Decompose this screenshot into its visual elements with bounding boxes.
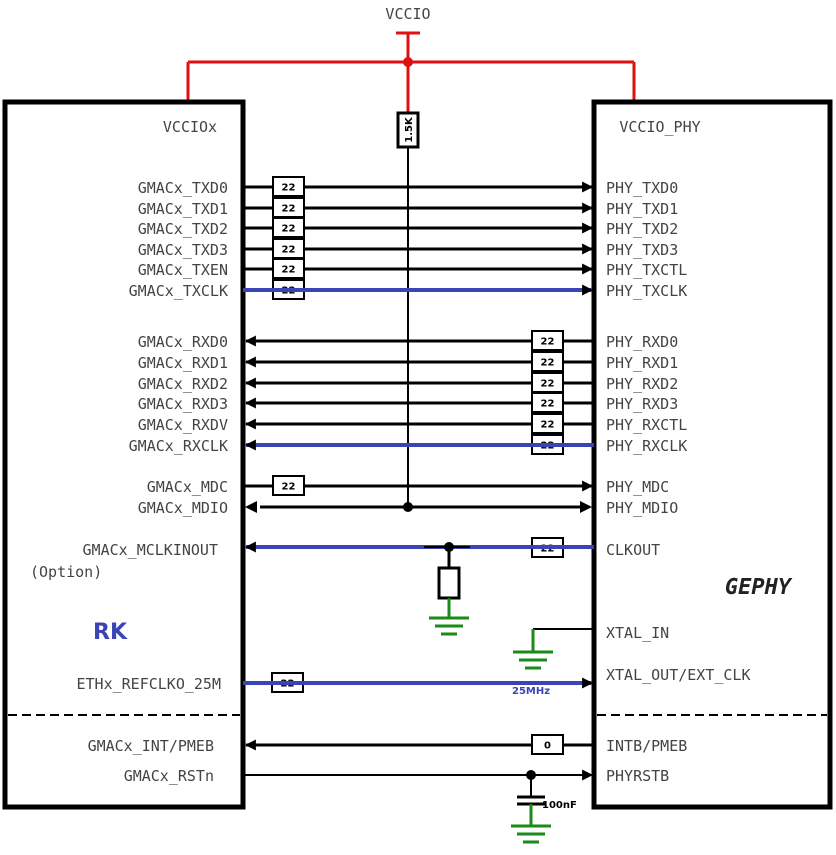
xtal-in-ground — [513, 628, 592, 670]
rx-resistor-value: 22 — [541, 337, 555, 348]
phy-pin-xtal-in: XTAL_IN — [606, 624, 669, 642]
phy-pin-txd0: PHY_TXD0 — [606, 179, 678, 197]
rk-pin-mdc: GMACx_MDC — [147, 478, 228, 496]
phy-pin-txd1: PHY_TXD1 — [606, 200, 678, 218]
rx-signal-rxclk: 22 — [244, 434, 594, 455]
phy-pin-mdc: PHY_MDC — [606, 478, 669, 496]
phy-pin-clkout: CLKOUT — [606, 541, 660, 559]
rst-signal — [245, 769, 594, 826]
mdc-resistor-value: 22 — [282, 482, 296, 493]
gephy-chip — [591, 99, 833, 810]
phy-pin-txclk: PHY_TXCLK — [606, 282, 687, 300]
rk-pin-rxd2: GMACx_RXD2 — [138, 375, 228, 393]
tx-group: 22 22 22 22 22 22 — [243, 176, 594, 300]
clkout-termination-resistor — [437, 566, 461, 600]
tx-resistor-value: 22 — [282, 224, 296, 235]
phy-pin-xtal-out: XTAL_OUT/EXT_CLK — [606, 666, 751, 684]
phy-pin-mdio: PHY_MDIO — [606, 499, 678, 517]
rx-group: 22 22 22 22 22 22 — [244, 330, 594, 455]
phy-pin-rxclk: PHY_RXCLK — [606, 437, 687, 455]
rx-resistor-value: 22 — [541, 399, 555, 410]
rx-signal-rxd2: 22 — [244, 372, 592, 393]
phy-pin-txd3: PHY_TXD3 — [606, 241, 678, 259]
rk-supply-label: VCCIOx — [163, 118, 217, 136]
phy-pin-rxctl: PHY_RXCTL — [606, 416, 687, 434]
tx-resistor-value: 22 — [282, 265, 296, 276]
rk-pin-mclk-note: (Option) — [30, 563, 102, 581]
rx-signal-rxd0: 22 — [244, 330, 592, 351]
tx-signal-txd0: 22 — [245, 176, 594, 197]
int-resistor-value: 0 — [544, 741, 551, 752]
phy-pin-rxd0: PHY_RXD0 — [606, 333, 678, 351]
rk-pin-txclk: GMACx_TXCLK — [129, 282, 228, 300]
phy-pin-rxd2: PHY_RXD2 — [606, 375, 678, 393]
rk-chip — [2, 99, 246, 810]
phy-supply-label: VCCIO_PHY — [619, 118, 700, 136]
rk-pin-mclkinout: GMACx_MCLKINOUT — [83, 541, 218, 559]
rx-resistor-value: 22 — [541, 358, 555, 369]
rk-pin-txd3: GMACx_TXD3 — [138, 241, 228, 259]
rk-pin-rst: GMACx_RSTn — [124, 767, 214, 785]
phy-pin-rxd3: PHY_RXD3 — [606, 395, 678, 413]
rk-pin-mdio: GMACx_MDIO — [138, 499, 228, 517]
tx-resistor-value: 22 — [282, 245, 296, 256]
phy-pin-rst: PHYRSTB — [606, 767, 669, 785]
refclk-frequency: 25MHz — [512, 686, 550, 697]
rx-resistor-value: 22 — [541, 420, 555, 431]
vccio-label: VCCIO — [385, 5, 430, 23]
mdc-signal: 22 — [245, 475, 594, 496]
rk-pin-rxd0: GMACx_RXD0 — [138, 333, 228, 351]
rk-pin-txd2: GMACx_TXD2 — [138, 220, 228, 238]
int-signal: 0 — [244, 734, 592, 755]
phy-pin-int: INTB/PMEB — [606, 737, 687, 755]
rk-chip-label: RK — [93, 620, 128, 645]
rk-pin-txd0: GMACx_TXD0 — [138, 179, 228, 197]
refclk-signal: 22 — [243, 672, 594, 693]
tx-signal-txclk: 22 — [243, 279, 594, 300]
rx-signal-rxdv: 22 — [244, 413, 592, 434]
power-junction — [403, 57, 413, 67]
tx-signal-txd1: 22 — [245, 197, 594, 218]
rx-resistor-value: 22 — [541, 379, 555, 390]
clkout-signal: 22 — [244, 537, 594, 618]
rk-pin-refclk: ETHx_REFCLKO_25M — [77, 675, 222, 693]
rk-pin-int: GMACx_INT/PMEB — [88, 737, 214, 755]
tx-signal-txd2: 22 — [245, 217, 594, 238]
reset-capacitor-value: 100nF — [542, 800, 577, 811]
tx-resistor-value: 22 — [282, 183, 296, 194]
power-rail — [186, 31, 636, 113]
rx-signal-rxd1: 22 — [244, 351, 592, 372]
rk-pin-rxdv: GMACx_RXDV — [138, 416, 228, 434]
rk-pin-txd1: GMACx_TXD1 — [138, 200, 228, 218]
rk-pin-rxclk: GMACx_RXCLK — [129, 437, 228, 455]
gephy-chip-label: GEPHY — [725, 575, 793, 600]
rk-pin-rxd1: GMACx_RXD1 — [138, 354, 228, 372]
phy-pin-rxd1: PHY_RXD1 — [606, 354, 678, 372]
rx-signal-rxd3: 22 — [244, 392, 592, 413]
pullup-value: 1.5K — [404, 116, 415, 143]
rk-pin-rxd3: GMACx_RXD3 — [138, 395, 228, 413]
ground-symbol-clkout — [429, 616, 469, 636]
rk-pin-txen: GMACx_TXEN — [138, 261, 228, 279]
mdio-signal — [245, 501, 592, 513]
tx-signal-txen: 22 — [245, 258, 594, 279]
phy-pin-txctl: PHY_TXCTL — [606, 261, 687, 279]
phy-pin-txd2: PHY_TXD2 — [606, 220, 678, 238]
tx-resistor-value: 22 — [282, 204, 296, 215]
tx-signal-txd3: 22 — [245, 238, 594, 259]
ground-symbol-reset — [511, 824, 551, 844]
